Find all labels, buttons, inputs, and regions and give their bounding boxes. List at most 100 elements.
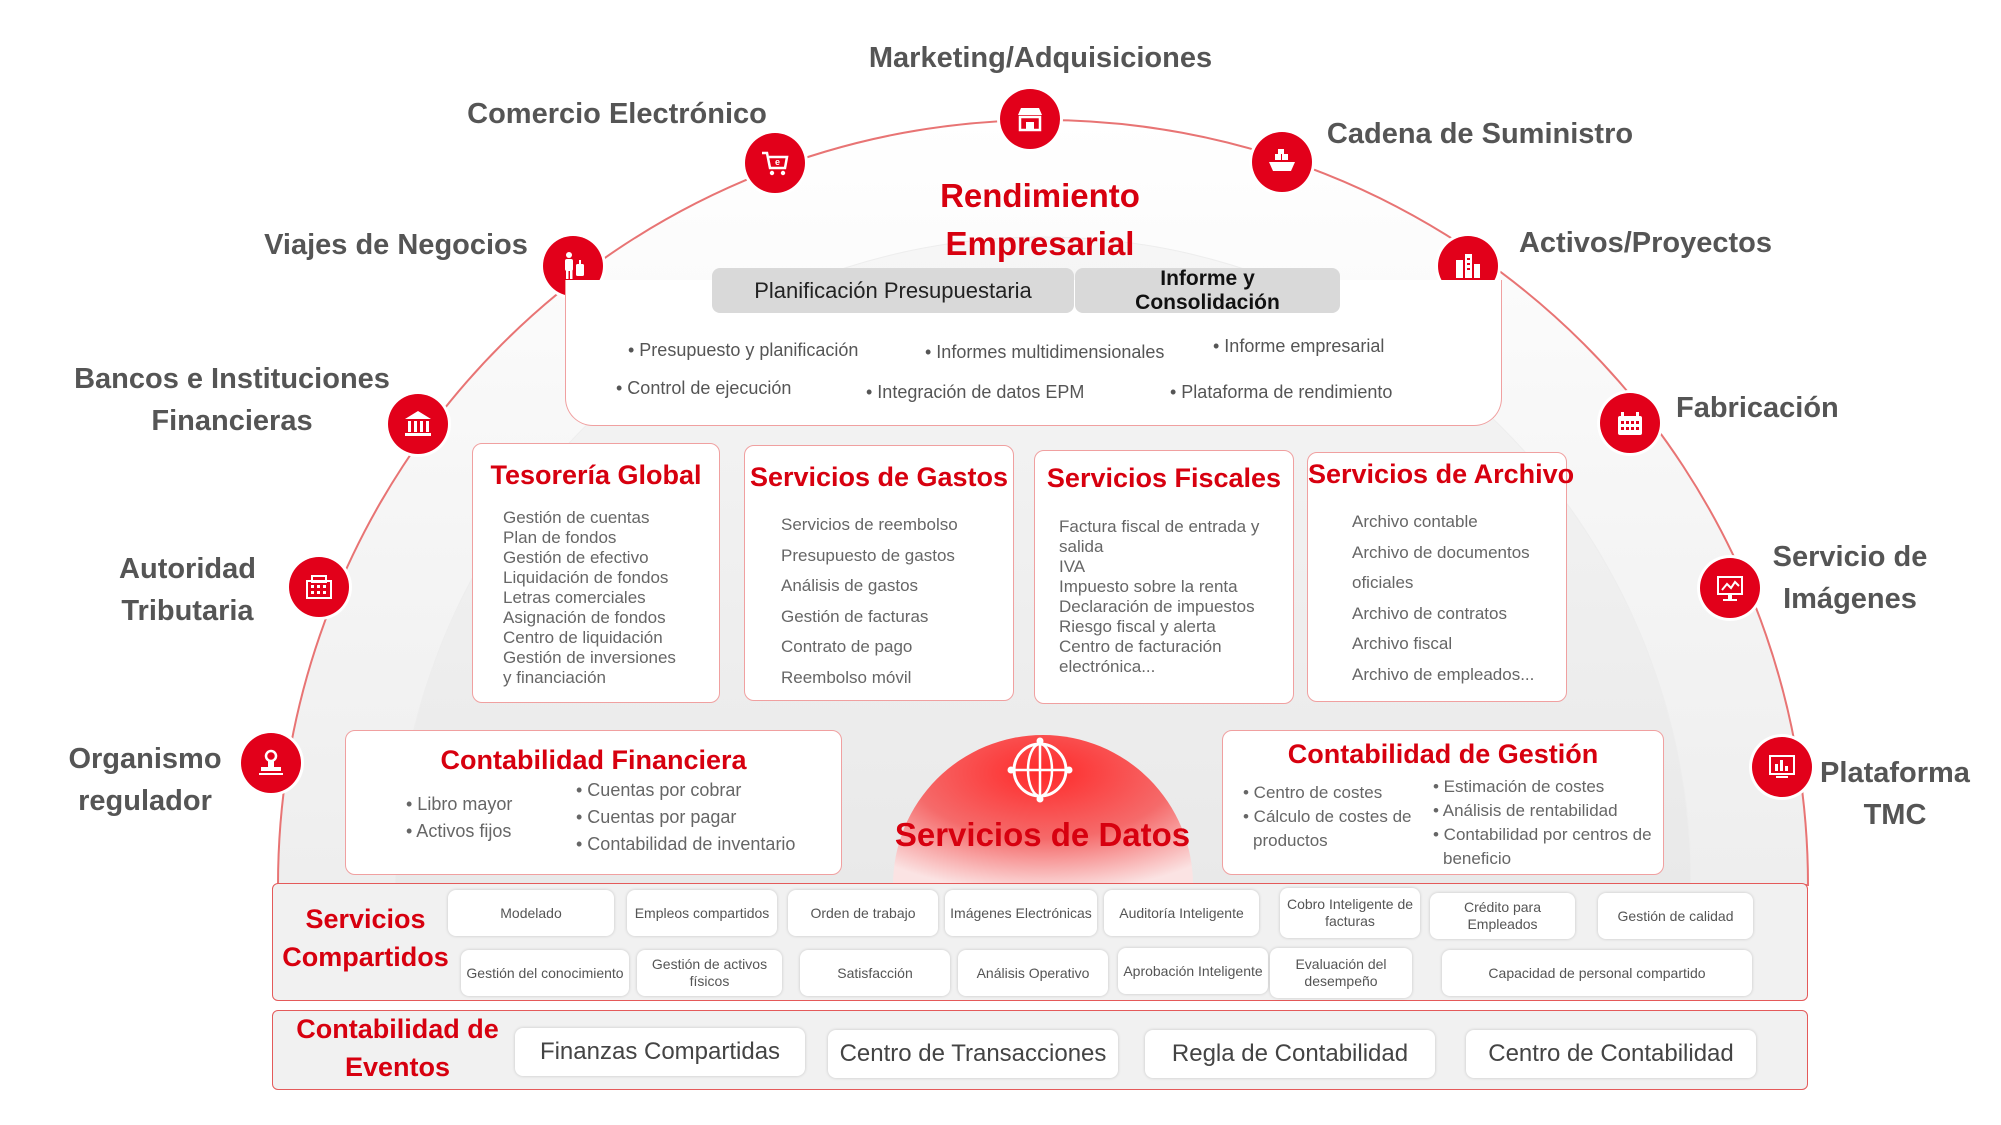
list-item: Presupuesto de gastos [781, 545, 955, 565]
list-item: Archivo de empleados... [1352, 664, 1535, 684]
shared-item-e-images[interactable]: Imágenes Electrónicas [945, 890, 1097, 936]
image-service-icon [1700, 558, 1760, 618]
card-title: Servicios de Gastos [749, 462, 1009, 492]
perf-bullet: • Informes multidimensionales [925, 342, 1165, 362]
card-title: Servicios de Archivo [1308, 459, 1575, 489]
perf-bullet: • Integración de datos EPM [866, 382, 1085, 402]
list-item: • Libro mayor [406, 794, 513, 814]
shared-item-shared-staff[interactable]: Capacidad de personal compartido [1442, 950, 1752, 996]
card-items: Servicios de reembolso Presupuesto de ga… [781, 510, 958, 693]
shared-item-modeling[interactable]: Modelado [448, 890, 614, 936]
list-item: • Contabilidad de inventario [576, 834, 796, 854]
list-item: • Contabilidad por centros de [1433, 825, 1652, 844]
cargo-ship-icon [1252, 132, 1312, 192]
tab2-line1: Informe y [1160, 266, 1255, 290]
shared-item-smart-approval[interactable]: Aprobación Inteligente [1118, 948, 1268, 994]
label-banks-line2: Financieras [151, 405, 313, 437]
shopping-cart-icon: e [745, 133, 805, 193]
list-item: Archivo de documentos [1352, 542, 1530, 562]
list-item: Contrato de pago [781, 637, 913, 656]
factory-icon [1600, 393, 1660, 453]
stamp-icon [241, 733, 301, 793]
list-item: Archivo de contratos [1352, 603, 1507, 623]
shared-item-performance-eval[interactable]: Evaluación del desempeño [1270, 948, 1412, 998]
label-tax-authority: Autoridad Tributaria [100, 548, 275, 632]
list-item: • Estimación de costes [1433, 777, 1605, 796]
events-label-line2: Eventos [344, 1052, 451, 1082]
list-item: • Cuentas por pagar [576, 807, 737, 827]
card-items-left: • Libro mayor • Activos fijos [406, 791, 512, 845]
card-items: Gestión de cuentas Plan de fondos Gestió… [503, 508, 676, 688]
card-archive-services: Servicios de Archivo Archivo contable Ar… [1307, 452, 1575, 702]
card-items: Factura fiscal de entrada y salida IVA I… [1059, 517, 1259, 677]
tab-reporting-consolidation[interactable]: Informe y Consolidación [1075, 266, 1340, 314]
data-globe-icon [1007, 737, 1073, 803]
label-tax-line2: Tributaria [121, 595, 254, 627]
list-item: Centro de facturación [1059, 637, 1222, 656]
shared-item-shared-jobs[interactable]: Empleos compartidos [627, 890, 777, 936]
list-item: Gestión de inversiones [503, 648, 676, 667]
list-item: oficiales [1352, 573, 1414, 592]
list-item: Letras comerciales [503, 588, 646, 607]
card-expense-services: Servicios de Gastos Servicios de reembol… [744, 445, 1014, 701]
card-global-treasury: Tesorería Global Gestión de cuentas Plan… [472, 443, 720, 703]
tab-budget-planning[interactable]: Planificación Presupuestaria [712, 268, 1074, 313]
list-item: Declaración de impuestos [1059, 597, 1255, 616]
list-item: Factura fiscal de entrada y [1059, 517, 1260, 536]
perf-bullet: • Control de ejecución [616, 378, 792, 398]
list-item: Reembolso móvil [781, 667, 912, 687]
event-item-accounting-rule[interactable]: Regla de Contabilidad [1145, 1030, 1435, 1078]
shared-item-employee-credit[interactable]: Crédito para Empleados [1430, 893, 1575, 939]
tax-office-icon [289, 557, 349, 617]
storefront-icon [1000, 89, 1060, 149]
svg-text:e: e [775, 157, 780, 167]
shared-item-satisfaction[interactable]: Satisfacción [800, 950, 950, 996]
performance-title-line1: Rendimiento [940, 177, 1140, 214]
label-tmc-platform: Plataforma TMC [1815, 752, 1975, 836]
label-banks-line1: Bancos e Instituciones [74, 363, 390, 395]
event-item-transaction-center[interactable]: Centro de Transacciones [828, 1030, 1118, 1078]
label-regulator: Organismo regulador [55, 738, 235, 822]
platform-chart-icon [1752, 737, 1812, 797]
label-tmc-line1: Plataforma [1820, 757, 1970, 789]
card-tax-services: Servicios Fiscales Factura fiscal de ent… [1034, 450, 1294, 704]
label-image-line2: Imágenes [1783, 583, 1917, 615]
events-label-line1: Contabilidad de [296, 1014, 499, 1044]
data-services-title: Servicios de Datos [894, 816, 1191, 853]
card-title: Contabilidad de Gestión [1287, 739, 1599, 769]
label-supply-chain: Cadena de Suministro [1326, 118, 1634, 150]
label-regulator-line1: Organismo [68, 743, 222, 775]
list-item: Impuesto sobre la renta [1059, 577, 1238, 596]
perf-bullet: • Plataforma de rendimiento [1170, 382, 1393, 402]
shared-item-work-order[interactable]: Orden de trabajo [788, 890, 938, 936]
list-item: Plan de fondos [503, 528, 617, 547]
label-ecommerce: Comercio Electrónico [467, 98, 767, 130]
list-item: Gestión de cuentas [503, 508, 650, 527]
shared-item-physical-assets[interactable]: Gestión de activos físicos [637, 950, 782, 996]
event-item-shared-finance[interactable]: Finanzas Compartidas [515, 1028, 805, 1076]
shared-item-knowledge-mgmt[interactable]: Gestión del conocimiento [461, 950, 629, 996]
tab2-line2: Consolidación [1135, 290, 1280, 314]
label-banks: Bancos e Instituciones Financieras [62, 358, 402, 442]
card-management-accounting: Contabilidad de Gestión • Centro de cost… [1222, 730, 1664, 875]
list-item: Servicios de reembolso [781, 515, 958, 534]
performance-title-line2: Empresarial [945, 225, 1135, 262]
performance-title: Rendimiento Empresarial [880, 172, 1200, 268]
perf-bullet: • Presupuesto y planificación [628, 340, 859, 360]
shared-item-smart-collection[interactable]: Cobro Inteligente de facturas [1280, 888, 1420, 938]
label-tmc-line2: TMC [1863, 799, 1927, 831]
event-item-accounting-center[interactable]: Centro de Contabilidad [1466, 1030, 1756, 1078]
list-item: y financiación [503, 668, 607, 687]
list-item: Centro de liquidación [503, 628, 663, 647]
list-item: Análisis de gastos [781, 576, 919, 595]
card-financial-accounting: Contabilidad Financiera • Libro mayor • … [345, 730, 842, 875]
shared-label-line1: Servicios [305, 904, 426, 934]
shared-item-quality-mgmt[interactable]: Gestión de calidad [1598, 893, 1753, 939]
shared-item-operational-analysis[interactable]: Análisis Operativo [958, 950, 1108, 996]
shared-services-label: Servicios Compartidos [278, 900, 453, 976]
event-accounting-label: Contabilidad de Eventos [285, 1010, 510, 1086]
label-manufacturing: Fabricación [1676, 392, 1839, 424]
perf-bullet: • Informe empresarial [1213, 336, 1385, 356]
label-tax-line1: Autoridad [119, 553, 256, 585]
shared-item-smart-audit[interactable]: Auditoría Inteligente [1104, 890, 1259, 936]
